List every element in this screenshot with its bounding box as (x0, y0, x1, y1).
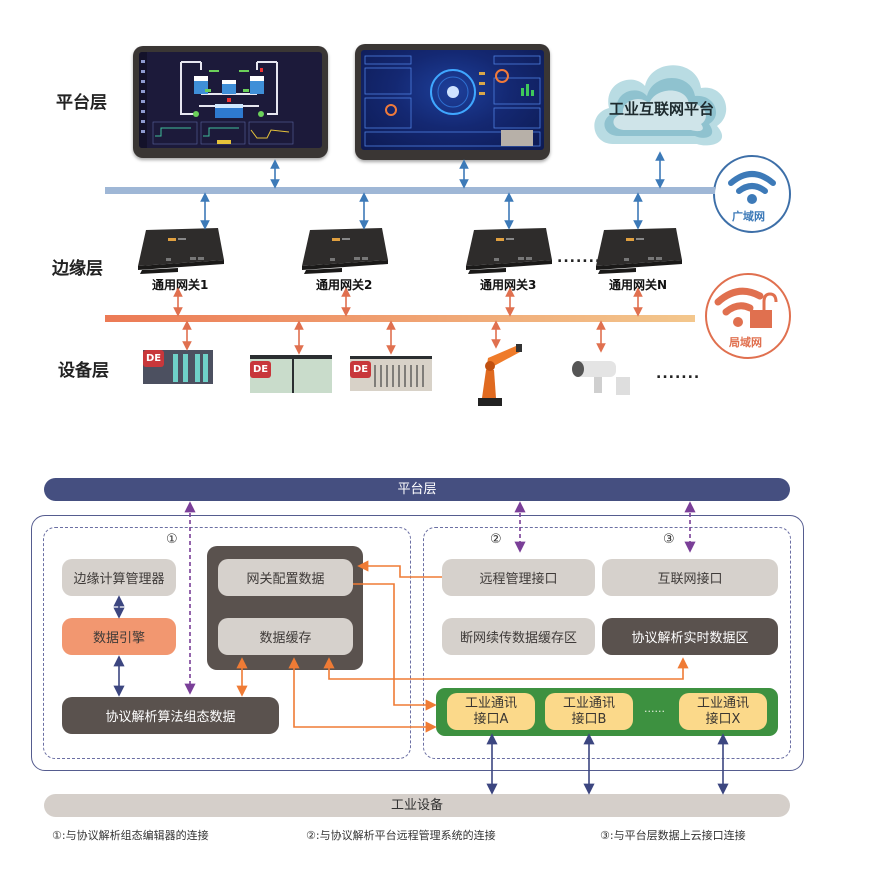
internet-interface: 互联网接口 (602, 559, 778, 596)
plc-device-2: DE (250, 355, 332, 393)
platform-layer-bar: 平台层 (44, 478, 790, 501)
dashboard-graphic (364, 55, 541, 147)
realtime-data-area: 协议解析实时数据区 (602, 618, 778, 655)
marker-2: ② (490, 532, 502, 547)
camera (570, 355, 640, 404)
de-badge: DE (350, 361, 372, 378)
data-engine: 数据引擎 (62, 618, 176, 655)
de-badge: DE (143, 350, 165, 367)
wan-label: 广域网 (732, 210, 765, 223)
interface-x-line1: 工业通讯 (696, 695, 749, 711)
dashboard-screen (361, 50, 544, 150)
cloud-platform: 工业互联网平台 (585, 52, 735, 152)
lan-label: 局域网 (729, 336, 762, 349)
gateway-device-icon (302, 228, 388, 274)
interface-a-line1: 工业通讯 (464, 695, 517, 711)
plc-device-1: DE (143, 350, 213, 384)
note-2: ②:与协议解析平台远程管理系统的连接 (306, 829, 496, 842)
remote-management-interface: 远程管理接口 (442, 559, 595, 596)
plc-device-3: DE (350, 356, 432, 391)
industrial-interface-x: 工业通讯 接口X (679, 693, 767, 730)
gateway-n (590, 226, 686, 282)
robot-arm (470, 340, 530, 414)
gateway-ellipsis: ....... (557, 250, 602, 266)
note-1: ①:与协议解析组态编辑器的连接 (52, 829, 209, 842)
gateway-device-icon (466, 228, 552, 274)
gateway-1 (132, 226, 228, 282)
note-3: ③:与平台层数据上云接口连接 (600, 829, 746, 842)
gateway-2 (296, 226, 392, 282)
lan-bus (105, 315, 695, 322)
gateway-3 (460, 226, 556, 282)
gateway-n-label: 通用网关N (609, 278, 668, 292)
edge-compute-manager: 边缘计算管理器 (62, 559, 176, 596)
gateway-config-data: 网关配置数据 (218, 559, 353, 596)
interface-b-line2: 接口B (571, 711, 607, 727)
gateway-2-label: 通用网关2 (316, 278, 373, 292)
gateway-3-label: 通用网关3 (480, 278, 537, 292)
gateway-device-icon (138, 228, 224, 274)
layer-label-device: 设备层 (58, 361, 109, 381)
interface-x-line2: 接口X (705, 711, 741, 727)
layer-label-platform: 平台层 (56, 93, 107, 113)
layer-label-edge: 边缘层 (52, 259, 103, 279)
gateway-frame (31, 515, 804, 771)
device-ellipsis: ....... (656, 366, 701, 382)
industrial-interface-b: 工业通讯 接口B (545, 693, 633, 730)
scada-graphic (139, 52, 294, 148)
interface-a-line2: 接口A (473, 711, 509, 727)
robot-arm-icon (478, 344, 522, 406)
offline-cache-area: 断网续传数据缓存区 (442, 618, 595, 655)
industrial-interface-a: 工业通讯 接口A (447, 693, 535, 730)
marker-3: ③ (663, 532, 675, 547)
wan-bus (105, 187, 715, 194)
interface-b-line1: 工业通讯 (562, 695, 615, 711)
camera-icon (572, 361, 630, 395)
de-badge: DE (250, 361, 272, 378)
lan-badge: 局域网 (700, 270, 796, 362)
interface-ellipsis: ...... (644, 702, 665, 715)
data-cache: 数据缓存 (218, 618, 353, 655)
gateway-device-icon (596, 228, 682, 274)
wifi-unlocked-icon (705, 273, 791, 359)
scada-monitor (133, 46, 328, 158)
gateway-1-label: 通用网关1 (152, 278, 209, 292)
dashboard-monitor (355, 44, 550, 160)
cloud-label: 工业互联网平台 (609, 100, 715, 118)
cloud-icon (594, 65, 727, 146)
marker-1: ① (166, 532, 178, 547)
scada-screen (139, 52, 322, 148)
industrial-equipment-bar: 工业设备 (44, 794, 790, 817)
wifi-icon (713, 155, 791, 233)
protocol-config-data: 协议解析算法组态数据 (62, 697, 279, 734)
wan-badge: 广域网 (709, 153, 795, 235)
